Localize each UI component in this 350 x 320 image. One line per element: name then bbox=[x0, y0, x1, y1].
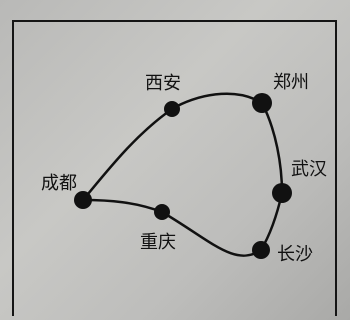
diagram-frame bbox=[12, 20, 337, 316]
city-node-chengdu bbox=[74, 191, 92, 209]
route-xian-zhengzhou bbox=[170, 92, 264, 111]
city-node-wuhan bbox=[272, 183, 292, 203]
city-label-chengdu: 成都 bbox=[41, 173, 77, 194]
city-label-wuhan: 武汉 bbox=[291, 159, 327, 180]
route-chengdu-xian bbox=[81, 107, 174, 202]
route-changsha-chongqing bbox=[160, 210, 263, 257]
city-label-chongqing: 重庆 bbox=[140, 232, 176, 253]
city-label-changsha: 长沙 bbox=[277, 244, 313, 265]
route-chongqing-chengdu bbox=[81, 198, 164, 214]
city-node-changsha bbox=[252, 241, 270, 259]
route-zhengzhou-wuhan bbox=[260, 101, 284, 195]
city-node-zhengzhou bbox=[252, 93, 272, 113]
city-node-xian bbox=[164, 101, 180, 117]
city-node-chongqing bbox=[154, 204, 170, 220]
city-label-zhengzhou: 郑州 bbox=[273, 72, 309, 93]
city-label-xian: 西安 bbox=[145, 73, 181, 94]
